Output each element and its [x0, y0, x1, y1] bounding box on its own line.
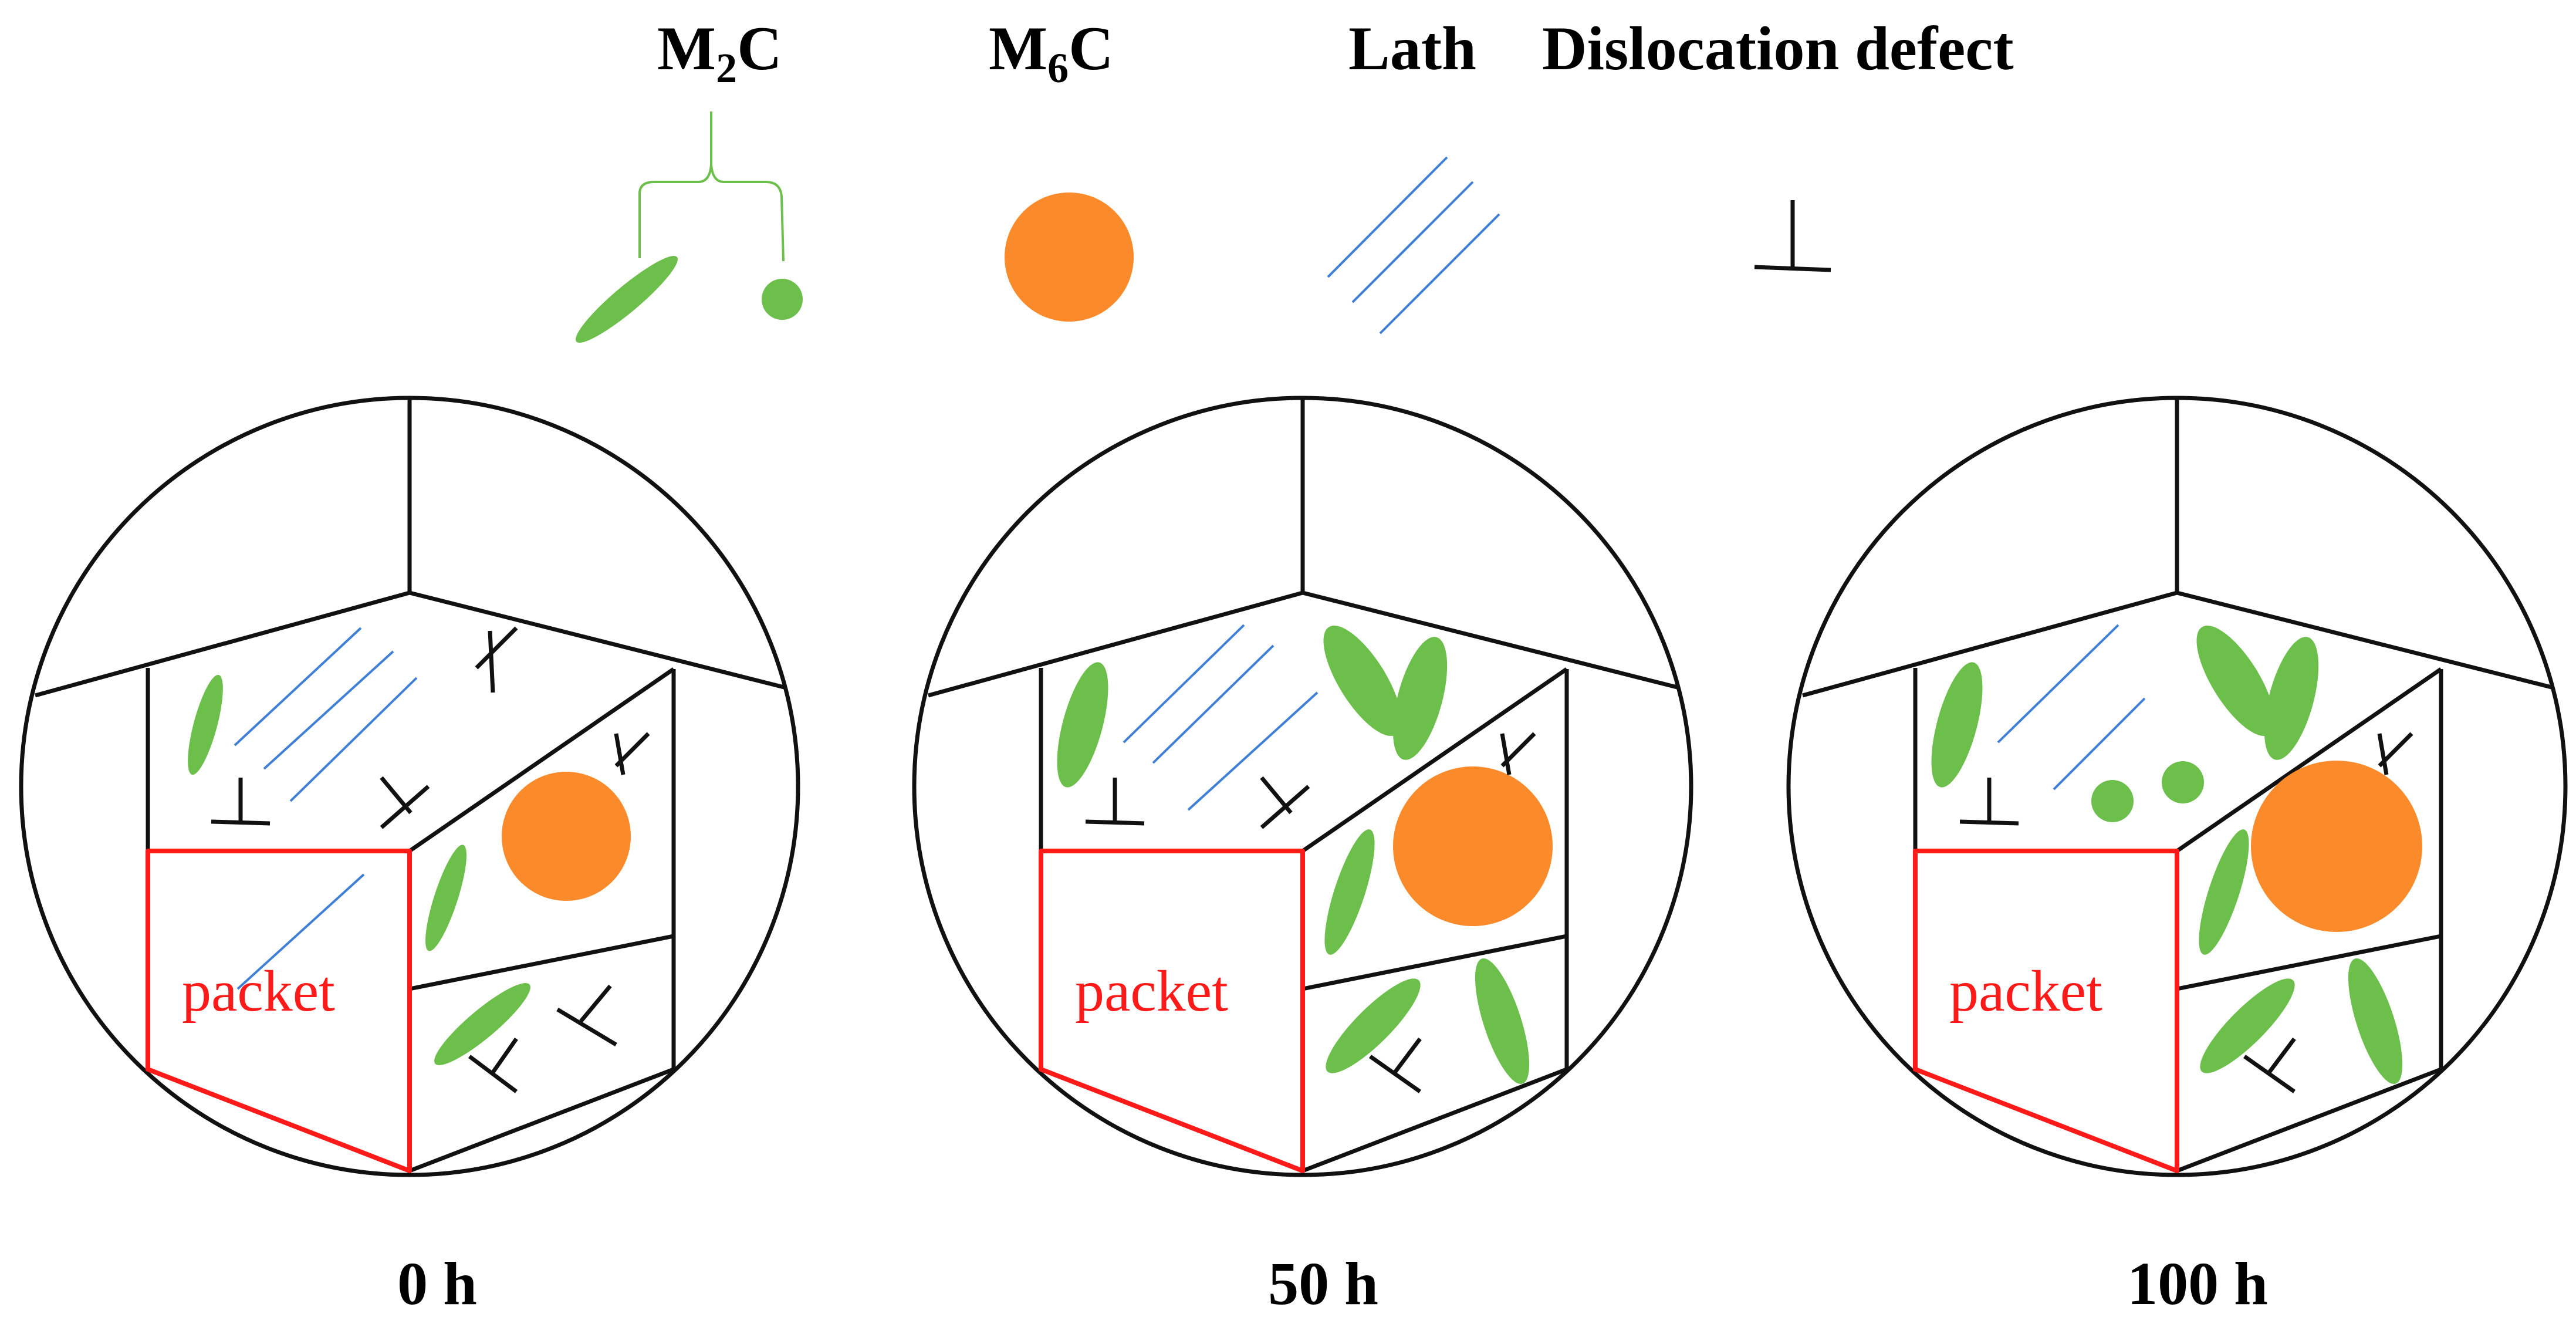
packet-label: packet [182, 958, 335, 1024]
legend-lath-lines-icon [1327, 156, 1500, 335]
packet-label: packet [1949, 958, 2102, 1024]
m2c-precipitates [188, 674, 530, 1065]
dislocations [1085, 732, 1536, 1093]
packet-outline [1913, 849, 2179, 1173]
m6c-precipitate [1393, 766, 1553, 926]
legend-label-m6c: M6C [989, 14, 1114, 92]
panel-100h: packet [1786, 396, 2568, 1177]
legend: M2C M6C Lath Dislocation defect [576, 14, 2014, 343]
panel-0h: packet [19, 396, 800, 1177]
m6c-precipitate [502, 772, 631, 901]
lath-lines [1997, 624, 2146, 791]
panel-50h: packet [912, 396, 1693, 1177]
time-label-0h: 0 h [397, 1250, 477, 1318]
legend-m2c-dot-icon [762, 279, 803, 320]
legend-label-m2c: M2C [657, 14, 782, 92]
grain-boundaries [35, 398, 787, 1173]
lath-lines [234, 627, 418, 990]
packet-label: packet [1075, 958, 1228, 1024]
m6c-precipitate [2251, 761, 2422, 932]
packet-outline [146, 849, 412, 1173]
m2c-precipitates [1057, 625, 1530, 1084]
packet-outline [1039, 849, 1305, 1173]
legend-label-dislocation: Dislocation defect [1542, 14, 2014, 83]
legend-m6c-disc-icon [1005, 192, 1134, 322]
time-label-100h: 100 h [2127, 1250, 2268, 1318]
grain-boundaries [928, 398, 1680, 1173]
time-label-50h: 50 h [1268, 1250, 1378, 1318]
dislocations [211, 626, 650, 1093]
m2c-precipitates [1931, 625, 2403, 1084]
legend-brace-icon [638, 112, 785, 262]
legend-label-lath: Lath [1348, 14, 1476, 83]
legend-dislocation-icon [1754, 200, 1831, 272]
legend-m2c-ellipse-icon [576, 256, 678, 343]
dislocations [1959, 732, 2413, 1093]
lath-lines [1123, 624, 1319, 811]
